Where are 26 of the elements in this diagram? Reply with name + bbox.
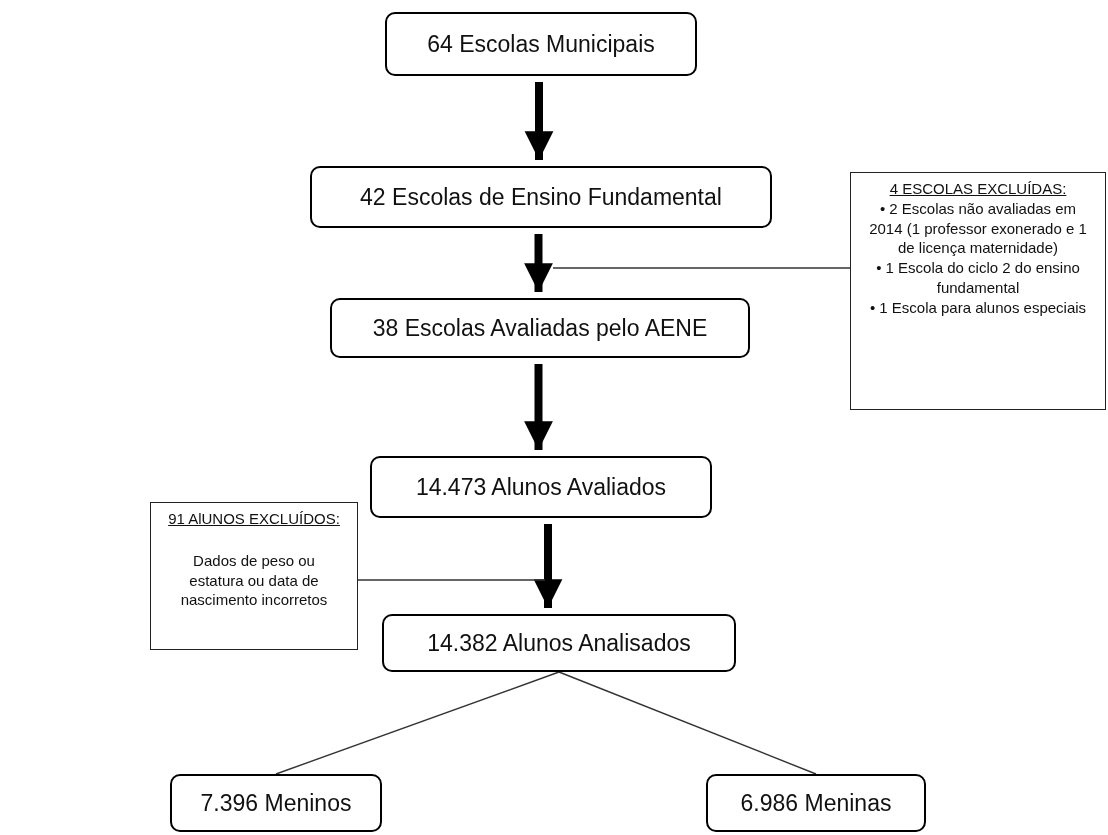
process-box [382, 614, 736, 672]
leader-line [552, 267, 851, 269]
box-label: 64 Escolas Municipais [427, 30, 655, 58]
note-box [150, 502, 358, 650]
process-box [370, 456, 712, 518]
leader-line [357, 579, 546, 581]
connector-line [275, 671, 560, 775]
process-box [310, 166, 772, 228]
box-label: 14.382 Alunos Analisados [427, 629, 691, 657]
box-label: 38 Escolas Avaliadas pelo AENE [372, 314, 708, 342]
note-text: Dados de peso ou estatura ou data de nascimento incorretos [179, 550, 329, 611]
box-label: 6.986 Meninas [740, 789, 892, 817]
note-heading: 4 ESCOLAS EXCLUÍDAS: [889, 179, 1067, 199]
note-heading: 91 AlUNOS EXCLUÍDOS: [168, 509, 340, 529]
process-box [385, 12, 697, 76]
connector-line [558, 671, 817, 775]
process-box [170, 774, 382, 832]
bullet-item: • 2 Escolas não avaliadas em 2014 (1 professor exonerado e 1 de licença maternidade) [868, 198, 1088, 259]
bullet-item: • 1 Escola para alunos especiais [869, 297, 1087, 318]
box-label: 14.473 Alunos Avaliados [415, 473, 667, 501]
box-label: 7.396 Meninos [200, 789, 352, 817]
process-box [706, 774, 926, 832]
bullet-item: • 1 Escola do ciclo 2 do ensino fundamental [875, 258, 1081, 298]
process-box [330, 298, 750, 358]
note-box [850, 172, 1106, 410]
box-label: 42 Escolas de Ensino Fundamental [360, 183, 722, 211]
